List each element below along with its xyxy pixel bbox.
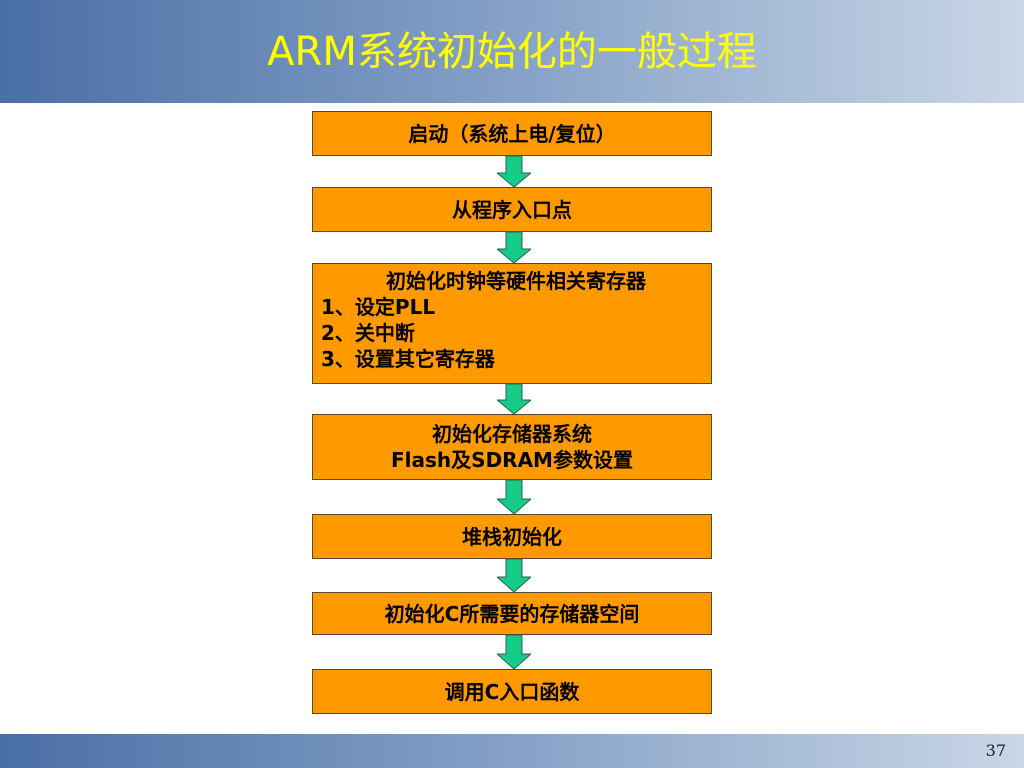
flow-step-hardware-init: 初始化时钟等硬件相关寄存器 1、设定PLL 2、关中断 3、设置其它寄存器 bbox=[312, 263, 712, 384]
flow-step-label: 启动（系统上电/复位） bbox=[408, 121, 616, 146]
down-arrow-icon bbox=[497, 232, 531, 263]
flow-step-c-memory-init: 初始化C所需要的存储器空间 bbox=[312, 592, 712, 635]
flow-step-call-c-entry: 调用C入口函数 bbox=[312, 669, 712, 714]
flow-step-stack-init: 堆栈初始化 bbox=[312, 514, 712, 559]
flow-step-substep: 2、关中断 bbox=[321, 321, 415, 345]
flow-step-program-entry: 从程序入口点 bbox=[312, 187, 712, 232]
down-arrow-icon bbox=[497, 156, 531, 187]
flow-step-substep: 1、设定PLL bbox=[321, 295, 436, 319]
flow-step-label: 初始化C所需要的存储器空间 bbox=[384, 601, 640, 626]
slide-footer bbox=[0, 734, 1024, 768]
down-arrow-icon bbox=[497, 635, 531, 669]
down-arrow-icon bbox=[497, 384, 531, 414]
flow-step-power-on-reset: 启动（系统上电/复位） bbox=[312, 111, 712, 156]
slide-title: ARM系统初始化的一般过程 bbox=[267, 29, 757, 75]
flow-step-label: Flash及SDRAM参数设置 bbox=[391, 448, 633, 472]
down-arrow-icon bbox=[497, 559, 531, 592]
flow-step-label: 堆栈初始化 bbox=[462, 524, 562, 549]
flow-step-substep: 3、设置其它寄存器 bbox=[321, 347, 495, 371]
page-number: 37 bbox=[985, 741, 1006, 760]
flow-step-heading: 初始化时钟等硬件相关寄存器 bbox=[386, 269, 646, 293]
flow-step-memory-init: 初始化存储器系统 Flash及SDRAM参数设置 bbox=[312, 414, 712, 480]
down-arrow-icon bbox=[497, 480, 531, 514]
flow-step-label: 初始化存储器系统 bbox=[432, 422, 592, 446]
flow-step-label: 调用C入口函数 bbox=[444, 679, 580, 704]
slide-header bbox=[0, 0, 1024, 103]
flow-step-label: 从程序入口点 bbox=[452, 197, 572, 222]
